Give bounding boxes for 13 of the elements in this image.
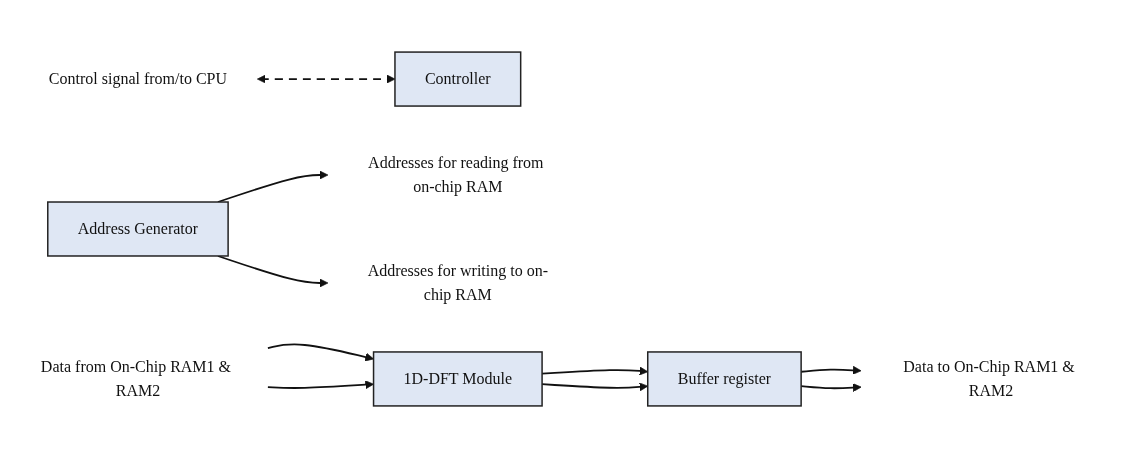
node-text: Addresses for reading from on-chip RAM bbox=[368, 154, 544, 196]
node-text: Addresses for writing to on-chip RAM bbox=[367, 261, 548, 303]
node-text: Control signal from/to CPU bbox=[48, 70, 228, 88]
arrow bbox=[217, 255, 329, 288]
node-box: Address Generator bbox=[47, 201, 229, 257]
node-box: Buffer register bbox=[647, 351, 802, 407]
arrow bbox=[267, 380, 374, 390]
arrow bbox=[267, 343, 374, 362]
node-box: 1D-DFT Module bbox=[372, 351, 543, 407]
node-text: Data to On-Chip RAM1 & RAM2 bbox=[903, 357, 1075, 399]
node-text: Data from On-Chip RAM1 & RAM2 bbox=[40, 357, 231, 399]
arrow bbox=[217, 170, 329, 203]
node-box: Controller bbox=[394, 51, 522, 107]
